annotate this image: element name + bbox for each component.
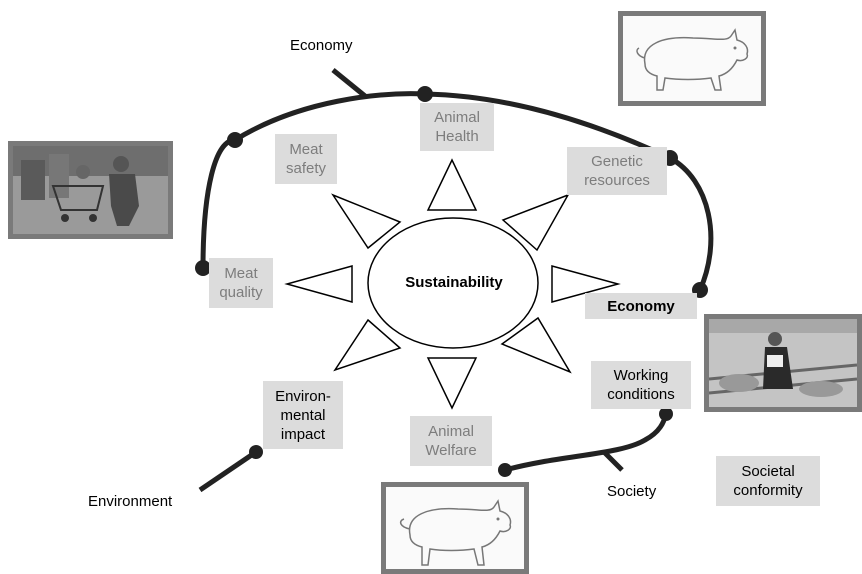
box-animal-welfare: Animal Welfare <box>410 416 492 466</box>
environment-line <box>198 449 258 493</box>
ray-lower-left <box>333 318 402 372</box>
farmer-photo <box>704 314 862 412</box>
shopping-cart-icon <box>13 146 168 234</box>
box-economy: Economy <box>585 293 697 319</box>
pig-drawing-top <box>618 11 766 106</box>
box-animal-health: Animal Health <box>420 103 494 151</box>
economy-axis-label: Economy <box>290 37 353 54</box>
pig-drawing-bottom <box>381 482 529 574</box>
environment-axis-label: Environment <box>88 493 173 510</box>
ray-upper-left <box>331 193 402 250</box>
farmer-icon <box>709 319 857 407</box>
economy-dot-top <box>417 86 433 102</box>
environment-dot <box>249 445 263 459</box>
economy-tick <box>331 68 367 98</box>
box-societal-conformity: Societal conformity <box>716 456 820 506</box>
box-genetic-resources: Genetic resources <box>567 147 667 195</box>
economy-dot-left-high <box>227 132 243 148</box>
economy-dot-left-low <box>195 260 211 276</box>
sustainability-ellipse <box>367 217 539 349</box>
society-tick <box>602 450 624 472</box>
pig-icon <box>636 28 749 91</box>
society-dot-left <box>498 463 512 477</box>
ray-lower-right <box>500 316 572 374</box>
box-environmental-impact: Environ- mental impact <box>263 381 343 449</box>
society-dot-right <box>659 407 673 421</box>
ray-bottom <box>426 357 478 410</box>
society-axis-label: Society <box>607 483 657 500</box>
sun-rays <box>284 158 621 410</box>
box-meat-safety: Meat safety <box>275 134 337 184</box>
sustainability-label: Sustainability <box>405 274 503 291</box>
box-meat-quality: Meat quality <box>209 258 273 308</box>
ray-left <box>284 265 353 303</box>
society-curve <box>504 413 669 473</box>
pig-icon <box>399 499 512 566</box>
box-working-conditions: Working conditions <box>591 361 691 409</box>
ray-upper-right <box>501 193 570 252</box>
ray-top <box>426 158 478 211</box>
shopper-illustration <box>8 141 173 239</box>
